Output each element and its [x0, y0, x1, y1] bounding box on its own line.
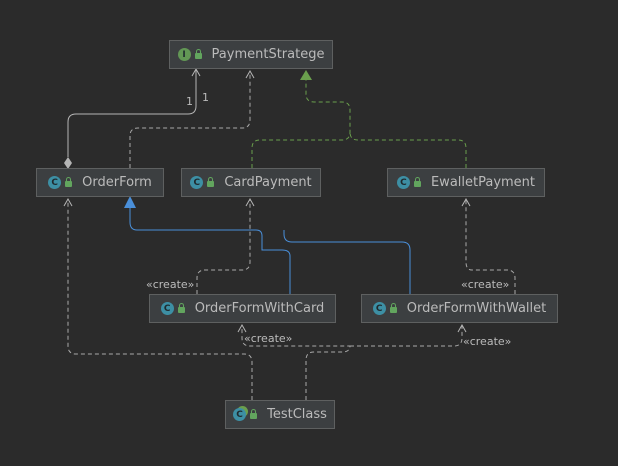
generalization-orderformwithwallet [283, 230, 411, 294]
public-visibility-icon [194, 49, 202, 59]
public-visibility-icon [177, 303, 185, 313]
node-label: OrderFormWithCard [194, 301, 325, 316]
class-node-orderform[interactable]: C OrderForm [36, 168, 164, 197]
create-label-test-card: «create» [244, 332, 293, 345]
create-card-dependency [196, 200, 251, 294]
node-label: OrderForm [82, 175, 152, 190]
interface-node-paymentstratege[interactable]: I PaymentStratege [169, 40, 333, 69]
realization-ewalletpayment [349, 131, 467, 168]
create-wallet-dependency [465, 200, 516, 294]
multiplicity-label-right: 1 [202, 91, 209, 104]
testclass-wallet-dependency [350, 326, 463, 347]
generalization-orderformwithcard [129, 204, 291, 294]
testclass-orderform-arrow [63, 197, 73, 207]
main-class-icon: C [233, 408, 247, 421]
node-label: TestClass [267, 407, 327, 422]
class-icon: C [396, 176, 410, 189]
class-icon: C [48, 176, 62, 189]
create-label-wallet: «create» [461, 278, 510, 291]
public-visibility-icon [389, 303, 397, 313]
testclass-orderform-dependency [67, 200, 253, 400]
public-visibility-icon [207, 177, 215, 187]
class-node-cardpayment[interactable]: C CardPayment [181, 168, 321, 197]
create-wallet-arrow [461, 197, 471, 207]
composition-orderform-paymentstratege [67, 69, 197, 157]
dependency-orderform-paymentstratege [129, 72, 251, 168]
node-label: PaymentStratege [211, 47, 325, 62]
public-visibility-icon [65, 177, 73, 187]
node-label: OrderFormWithWallet [406, 301, 547, 316]
create-label-card: «create» [146, 278, 195, 291]
multiplicity-label-left: 1 [186, 95, 193, 108]
public-visibility-icon [250, 409, 258, 419]
testclass-card-arrow [237, 323, 247, 333]
class-node-testclass[interactable]: C TestClass [225, 400, 335, 429]
node-label: CardPayment [224, 175, 312, 190]
class-node-ewalletpayment[interactable]: C EwalletPayment [387, 168, 545, 197]
testclass-card-dependency [241, 326, 351, 400]
testclass-wallet-arrow [457, 323, 467, 333]
generalization-triangle [124, 196, 136, 208]
composition-arrow-head [191, 67, 201, 77]
node-label: EwalletPayment [430, 175, 536, 190]
class-icon: C [190, 176, 204, 189]
class-icon: C [372, 302, 386, 315]
public-visibility-icon [413, 177, 421, 187]
realization-triangle [300, 70, 312, 80]
create-card-arrow [245, 197, 255, 207]
class-node-orderformwithwallet[interactable]: C OrderFormWithWallet [361, 294, 558, 323]
dependency-arrow-head [245, 69, 255, 79]
class-node-orderformwithcard[interactable]: C OrderFormWithCard [149, 294, 336, 323]
interface-icon: I [177, 48, 191, 61]
composition-diamond [64, 157, 72, 169]
realization-cardpayment [251, 80, 351, 168]
create-label-test-wallet: «create» [463, 335, 512, 348]
class-icon: C [160, 302, 174, 315]
